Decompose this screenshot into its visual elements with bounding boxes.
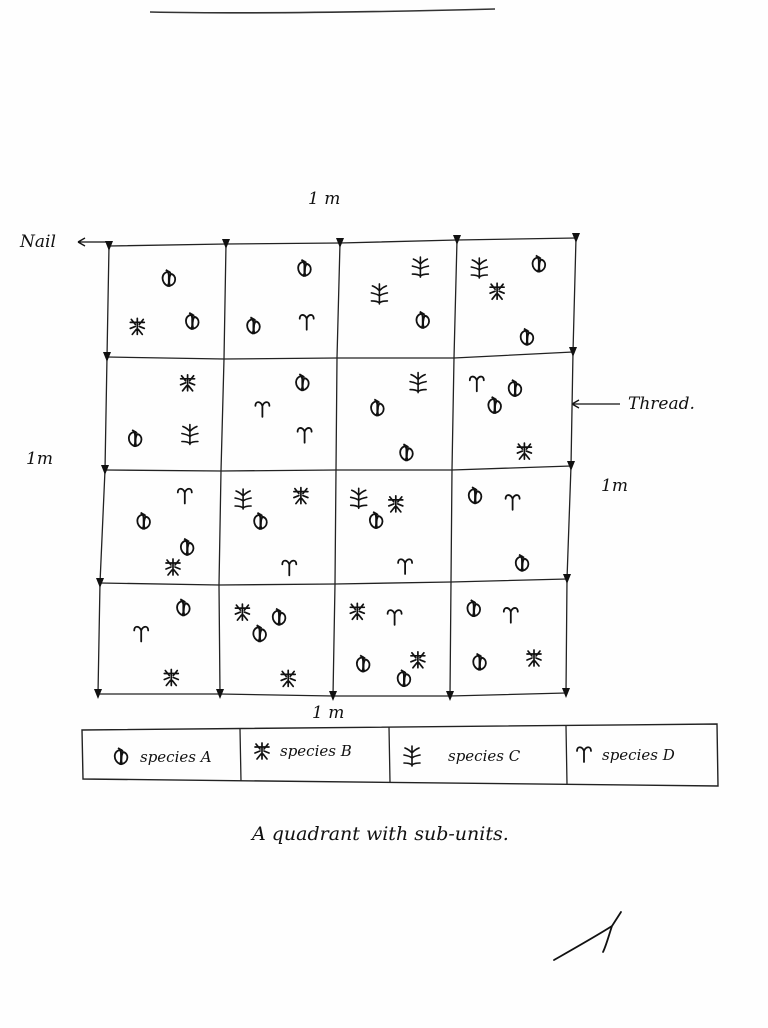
legend-species-b: species B	[280, 742, 352, 760]
species-a-icon	[295, 373, 310, 393]
species-d-icon	[468, 375, 485, 393]
species-b-icon	[489, 282, 505, 301]
species-a-icon	[271, 607, 287, 627]
species-b-icon	[349, 602, 366, 621]
species-d-icon	[133, 625, 150, 643]
thread-arrow	[571, 399, 620, 409]
bottom-dimension-label: 1 m	[312, 703, 344, 723]
left-dimension-label: 1m	[26, 449, 53, 469]
right-dimension-label: 1m	[601, 476, 628, 496]
species-c-icon	[181, 423, 199, 446]
species-a-icon	[467, 486, 483, 506]
legend-species-a: species A	[140, 748, 212, 766]
species-b-icon	[387, 495, 404, 513]
species-b-icon	[516, 442, 533, 460]
diagram-caption: A quadrant with sub-units.	[250, 823, 509, 845]
species-d-icon	[176, 487, 193, 505]
species-a-icon	[514, 553, 530, 573]
species-a-icon	[136, 511, 151, 531]
species-a-icon	[179, 537, 195, 557]
top-dimension-label: 1 m	[308, 189, 340, 209]
species-d-icon	[502, 607, 519, 624]
species-d-icon	[397, 558, 414, 575]
species-a-icon	[127, 429, 143, 448]
species-a-icon	[399, 443, 414, 463]
signature-mark	[553, 911, 622, 961]
species-c-icon	[370, 283, 389, 305]
nail-markers	[94, 233, 580, 701]
species-a-icon	[531, 254, 547, 274]
header-scribble	[149, 8, 496, 14]
species-b-icon	[179, 373, 196, 392]
species-a-icon	[472, 652, 487, 672]
species-a-icon	[487, 395, 502, 415]
species-a-icon	[396, 669, 412, 688]
legend-species-d: species D	[602, 746, 675, 764]
species-c-icon	[234, 488, 252, 510]
species-b-icon	[234, 603, 251, 621]
species-b-icon	[254, 742, 270, 760]
species-a-icon	[355, 654, 371, 674]
species-d-icon	[504, 494, 521, 511]
species-d-icon	[281, 559, 298, 577]
species-c-icon	[403, 745, 421, 767]
species-a-icon	[466, 599, 481, 618]
species-d-icon	[296, 427, 313, 444]
species-a-icon	[185, 311, 200, 331]
species-b-icon	[163, 668, 180, 687]
nail-arrow	[77, 237, 108, 247]
species-b-icon	[129, 317, 146, 336]
species-c-icon	[409, 371, 427, 394]
thread-line	[104, 465, 572, 472]
species-a-icon	[368, 511, 384, 530]
species-a-icon	[253, 511, 268, 531]
species-a-icon	[415, 310, 430, 330]
thread-line	[99, 578, 568, 586]
species-d-icon	[576, 746, 592, 763]
nail-label: Nail	[19, 232, 56, 252]
species-d-icon	[386, 609, 403, 626]
species-c-icon	[470, 257, 489, 279]
species-d-icon	[254, 401, 271, 418]
species-b-icon	[410, 650, 426, 669]
species-b-icon	[526, 649, 542, 667]
species-legend: species A species B species C species D	[81, 723, 719, 787]
species-a-icon	[113, 747, 129, 766]
species-a-icon	[297, 258, 312, 278]
species-a-icon	[252, 624, 267, 644]
species-a-icon	[246, 316, 261, 336]
thread-line	[218, 243, 227, 695]
species-a-icon	[507, 378, 523, 398]
thread-label: Thread.	[628, 394, 695, 414]
species-b-icon	[280, 669, 297, 688]
species-c-icon	[411, 256, 430, 278]
thread-line	[106, 351, 574, 360]
species-a-icon	[161, 268, 177, 288]
species-a-icon	[176, 598, 191, 618]
species-a-icon	[519, 327, 535, 347]
species-d-icon	[298, 314, 315, 331]
quadrat-grid	[97, 237, 577, 697]
thread-line	[449, 239, 458, 697]
species-b-icon	[165, 558, 181, 576]
species-a-icon	[370, 398, 385, 418]
species-c-icon	[349, 487, 368, 510]
thread-line	[332, 242, 341, 697]
species-b-icon	[293, 486, 309, 505]
legend-species-c: species C	[448, 747, 521, 765]
